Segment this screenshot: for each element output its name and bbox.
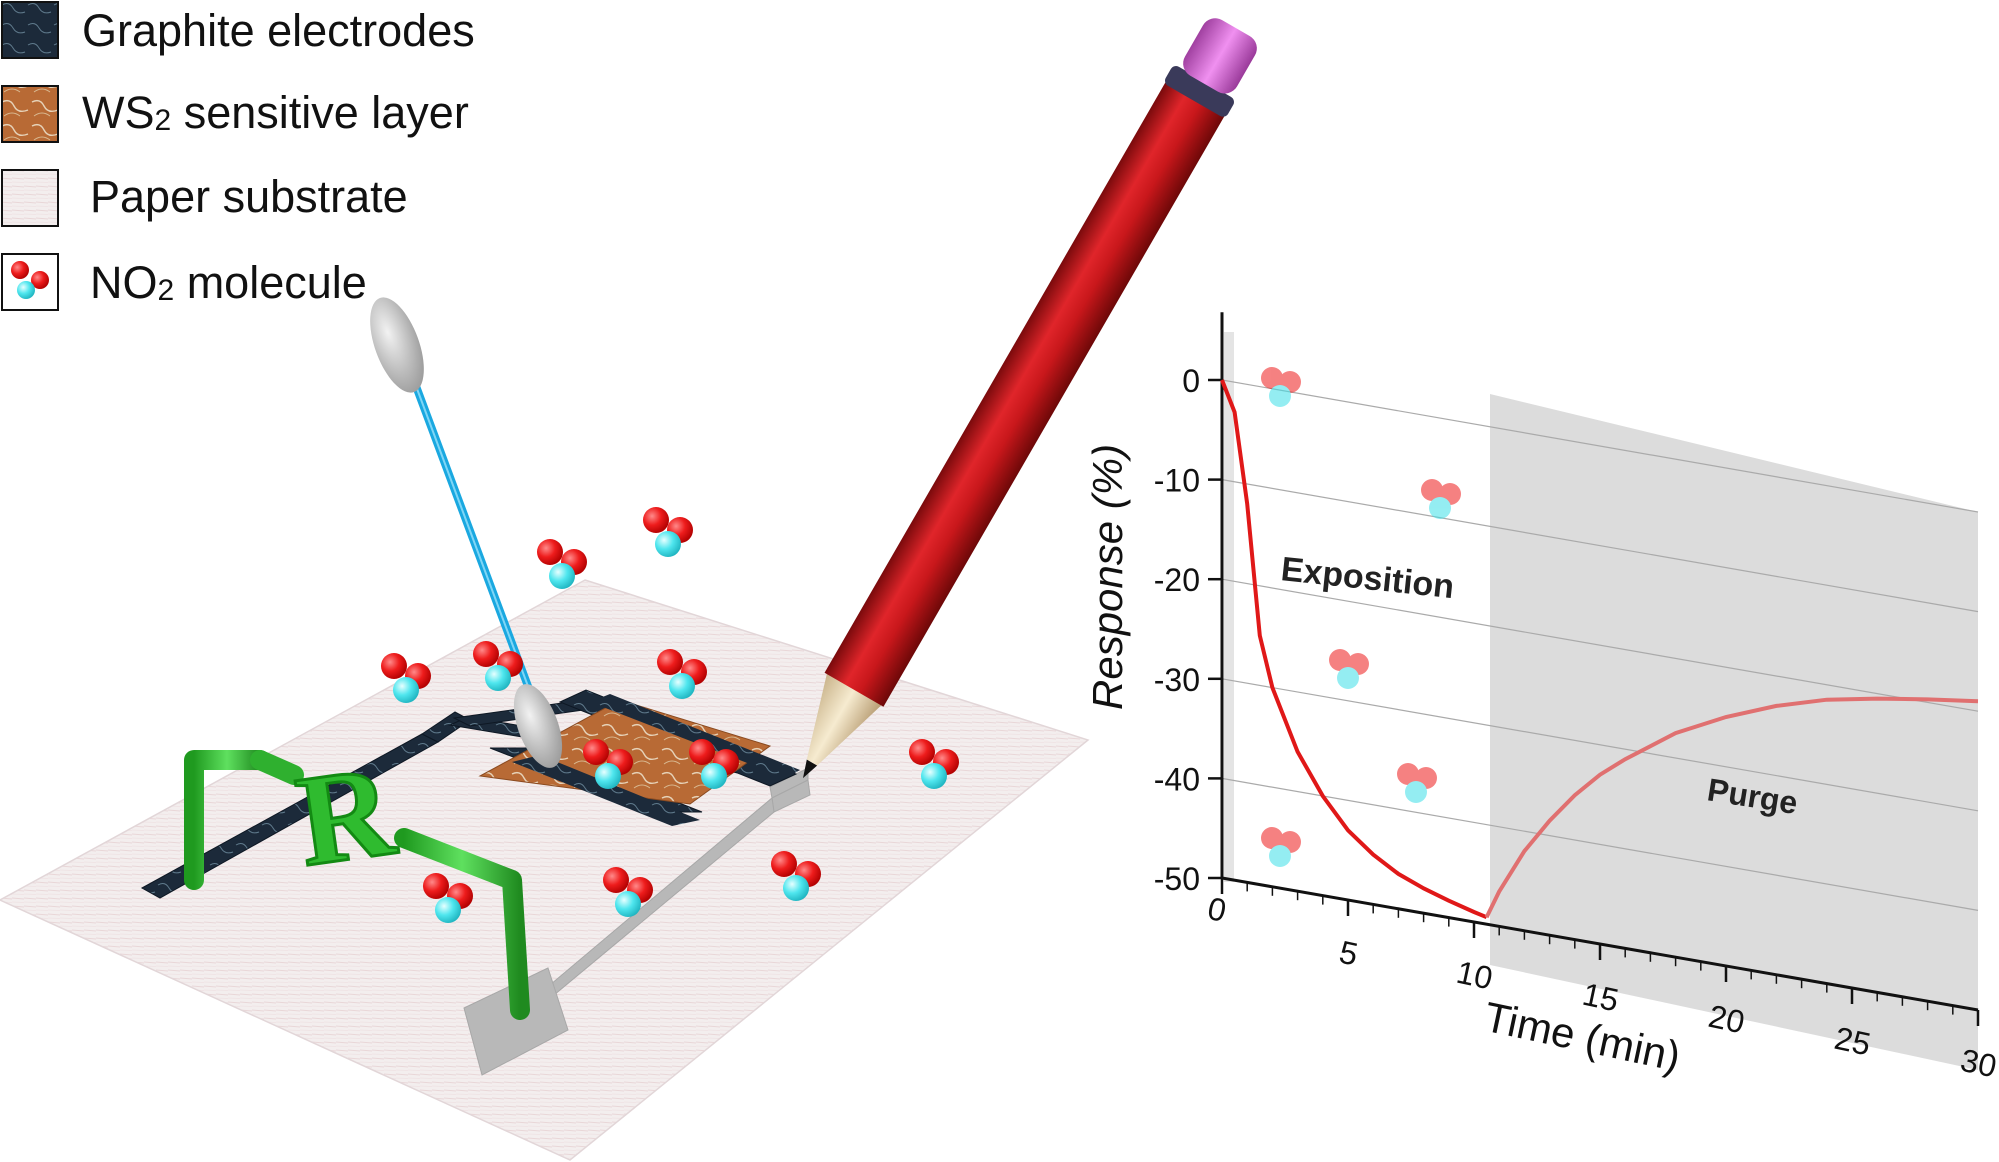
nitrogen-atom <box>1405 781 1427 803</box>
y-tick-label: -10 <box>1154 463 1200 499</box>
nitrogen-atom <box>921 763 947 789</box>
nitrogen-atom <box>595 763 621 789</box>
nitrogen-atom <box>783 875 809 901</box>
no2-molecule <box>1261 367 1301 407</box>
oxygen-atom <box>1261 827 1283 849</box>
no2-molecule <box>1421 479 1461 519</box>
no2-molecule <box>1329 649 1369 689</box>
purge-region <box>1490 394 1978 1070</box>
oxygen-atom <box>603 867 629 893</box>
y-tick-labels: 0 -10 -20 -30 -40 -50 <box>1154 363 1200 897</box>
oxygen-atom <box>643 507 669 533</box>
oxygen-atom <box>657 649 683 675</box>
no2-molecule <box>1397 763 1437 803</box>
logo-letter: R <box>289 738 404 894</box>
no2-molecule <box>1261 827 1301 867</box>
green-contact-left <box>184 750 304 890</box>
nitrogen-atom <box>701 763 727 789</box>
legend-label-paper: Paper substrate <box>90 171 408 222</box>
chart-axes <box>1208 312 1980 1026</box>
legend-label-graphite: Graphite electrodes <box>82 5 475 56</box>
nitrogen-atom <box>1429 497 1451 519</box>
oxygen-atom <box>1261 367 1283 389</box>
y-gridline <box>1221 777 1979 911</box>
y-gridline <box>1221 678 1979 812</box>
nitrogen-atom <box>615 891 641 917</box>
nitrogen-atom <box>1337 667 1359 689</box>
legend-swatch-ws2 <box>1 85 59 143</box>
y-gridline <box>1221 479 1979 613</box>
x-tick-label: 25 <box>1831 1020 1873 1063</box>
no2-molecule <box>583 739 633 789</box>
legend-swatch-paper <box>1 169 59 227</box>
oxygen-atom <box>1329 649 1351 671</box>
nitrogen-atom <box>485 665 511 691</box>
swab-top-tip <box>370 297 424 393</box>
oxygen-atom <box>381 653 407 679</box>
oxygen-atom <box>1397 763 1419 785</box>
pencil <box>803 18 1257 779</box>
x-tick-label: 30 <box>1957 1042 1999 1085</box>
no2-molecule <box>689 739 739 789</box>
nitrogen-atom <box>435 897 461 923</box>
cotton-swab <box>370 297 563 768</box>
no2-molecule <box>381 653 431 703</box>
no2-molecule <box>643 507 693 557</box>
response-chart: 0 -10 -20 -30 -40 -50 0 5 10 15 20 25 30 Exposition… <box>1084 312 1999 1084</box>
x-tick-labels: 0 5 10 15 20 25 30 <box>1205 890 1999 1084</box>
legend-swatch-no2 <box>1 253 59 311</box>
legend-swatch-graphite <box>1 1 59 59</box>
x-tick-label: 10 <box>1453 954 1495 997</box>
y-gridline <box>1221 379 1979 513</box>
y-tick-label: -30 <box>1154 662 1200 698</box>
response-curve-purge <box>1484 696 1979 919</box>
nitrogen-atom <box>1269 845 1291 867</box>
no2-molecule <box>909 739 959 789</box>
no2-molecule <box>537 539 587 589</box>
x-tick-label: 0 <box>1205 890 1230 929</box>
no2-molecule <box>473 641 523 691</box>
oxygen-atom <box>423 873 449 899</box>
response-curve-exposition <box>1220 379 1488 920</box>
oxygen-atom <box>909 739 935 765</box>
legend: Graphite electrodes WS2 sensitive layer … <box>1 1 475 311</box>
chart-no2-molecules <box>1261 367 1461 867</box>
oxygen-atom <box>473 641 499 667</box>
y-tick-label: -20 <box>1154 562 1200 598</box>
no2-molecule <box>771 851 821 901</box>
green-contact-right <box>394 828 530 1020</box>
pencil-trace <box>463 767 811 1076</box>
y-tick-label: 0 <box>1182 363 1200 399</box>
no2-molecule <box>657 649 707 699</box>
oxygen-atom <box>771 851 797 877</box>
oxygen-atom <box>537 539 563 565</box>
graphite-fingers <box>512 694 800 826</box>
nitrogen-atom <box>655 531 681 557</box>
no2-molecules <box>381 507 959 923</box>
y-tick-label: -50 <box>1154 861 1200 897</box>
oxygen-atom <box>583 739 609 765</box>
nitrogen-atom <box>1269 385 1291 407</box>
exposition-label: Exposition <box>1279 550 1456 606</box>
legend-label-no2: NO2 molecule <box>90 257 367 308</box>
y-tick-label: -40 <box>1154 761 1200 797</box>
swab-bottom-tip <box>513 684 563 768</box>
no2-molecule <box>423 873 473 923</box>
paper-substrate <box>0 579 1090 1161</box>
chart-start-band <box>1224 332 1234 882</box>
oxygen-atom <box>689 739 715 765</box>
x-tick-label: 15 <box>1579 976 1621 1019</box>
nitrogen-atom <box>549 563 575 589</box>
x-tick-label: 5 <box>1336 934 1361 973</box>
no2-molecule <box>603 867 653 917</box>
y-gridline <box>1221 578 1979 712</box>
x-tick-label: 20 <box>1705 998 1747 1041</box>
legend-label-ws2: WS2 sensitive layer <box>82 87 469 138</box>
nitrogen-atom <box>393 677 419 703</box>
oxygen-atom <box>1421 479 1443 501</box>
y-axis-label: Response (%) <box>1084 444 1131 710</box>
nitrogen-atom <box>669 673 695 699</box>
